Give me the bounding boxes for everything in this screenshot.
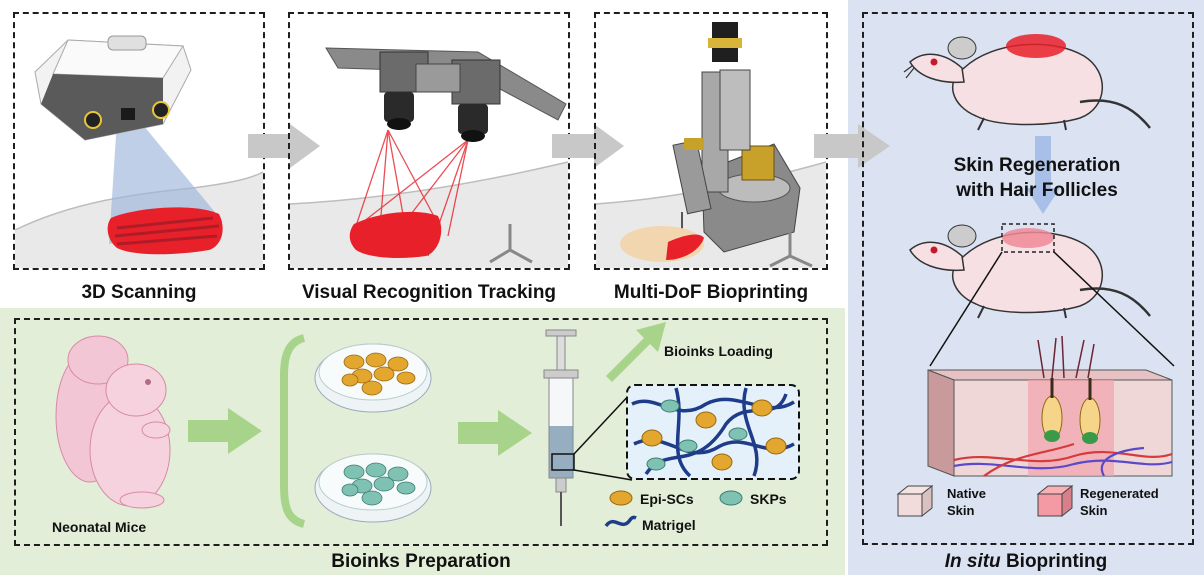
- matrigel-legend-label: Matrigel: [642, 517, 696, 533]
- step-label-bioprinting: Multi-DoF Bioprinting: [613, 282, 809, 303]
- green-arrow-2: [458, 410, 532, 456]
- loading-arrow: [606, 322, 666, 382]
- skp-legend-label: SKPs: [750, 491, 787, 507]
- down-arrow: [1026, 136, 1060, 214]
- in-situ-title-rest: Bioprinting: [1000, 551, 1108, 572]
- scanner-icon: [34, 35, 192, 141]
- preparation-title: Bioinks Preparation: [331, 551, 511, 572]
- tracking-illustration: [289, 47, 569, 268]
- bioprinting-illustration: [595, 22, 827, 268]
- matrigel-legend-icon: [604, 515, 637, 528]
- regenerated-skin-label-1: Regenerated: [1080, 486, 1159, 501]
- mouse-top-icon: [903, 34, 1151, 131]
- neonatal-mice-icon: [55, 335, 171, 509]
- bioinks-loading-label: Bioinks Loading: [664, 343, 773, 359]
- camera-rig-icon: [325, 47, 567, 142]
- axis-icon: [769, 232, 813, 268]
- preparation-frame: [14, 318, 828, 546]
- neonatal-mice-label: Neonatal Mice: [52, 519, 147, 535]
- petri-dish-epi: [314, 343, 432, 413]
- skin-block-icon: [927, 335, 1173, 477]
- in-situ-frame: [862, 12, 1194, 545]
- mouse-bottom-icon: [909, 223, 1151, 319]
- green-arrow-1: [188, 408, 262, 454]
- step-label-scanning: 3D Scanning: [81, 282, 197, 303]
- zoom-lines-syringe: [551, 391, 633, 481]
- gray-arrow-2: [552, 124, 624, 168]
- tracked-target: [349, 211, 442, 258]
- regeneration-title-2: with Hair Follicles: [956, 180, 1118, 201]
- hair-follicle-icon: [1041, 378, 1101, 444]
- epi-legend-icon: [609, 490, 633, 506]
- native-skin-label-1: Native: [947, 486, 987, 501]
- axis-icon: [489, 224, 533, 264]
- gray-arrow-3: [814, 124, 890, 168]
- scanning-illustration: [14, 35, 264, 268]
- in-situ-title-italic: In situ: [944, 551, 1001, 572]
- matrigel-zoom-box: [626, 384, 800, 480]
- bracket: [280, 334, 306, 528]
- in-situ-title: In situ Bioprinting: [848, 551, 1204, 573]
- step-label-tracking: Visual Recognition Tracking: [301, 282, 557, 303]
- wound-glow: [1006, 34, 1066, 58]
- robot-arm-icon: [672, 22, 801, 253]
- petri-dish-skp: [314, 453, 432, 523]
- zoom-lines-skin: [929, 251, 1175, 367]
- regenerated-patch: [1002, 228, 1054, 248]
- native-skin-label-2: Skin: [947, 503, 975, 518]
- gray-arrow-1: [248, 124, 320, 168]
- regeneration-title-1: Skin Regeneration: [953, 155, 1121, 176]
- epi-legend-label: Epi-SCs: [640, 491, 694, 507]
- native-skin-swatch: [896, 484, 934, 518]
- skp-legend-icon: [719, 490, 743, 506]
- regenerated-skin-swatch: [1036, 484, 1074, 518]
- regenerated-skin-label-2: Skin: [1080, 503, 1108, 518]
